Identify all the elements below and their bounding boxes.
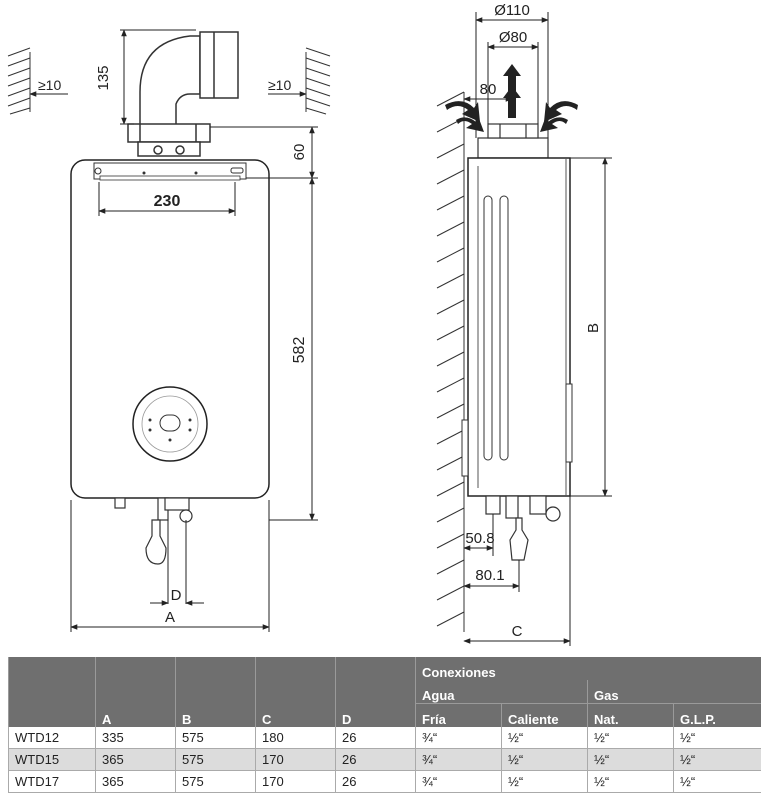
column-header (8, 703, 96, 727)
table-cell: ¾“ (415, 748, 502, 771)
table-cell: WTD12 (8, 727, 96, 749)
table-cell: ¾“ (415, 727, 502, 749)
column-header: Caliente (501, 703, 588, 727)
table-cell: ½“ (673, 727, 761, 749)
outer-diameter-label: Ø110 (494, 2, 530, 19)
table-cell: 365 (95, 748, 176, 771)
column-header: D (335, 703, 416, 727)
airflow-arrows (445, 64, 578, 132)
table-cell: 335 (95, 727, 176, 749)
body-height-label: 582 (291, 337, 308, 364)
table-cell: 170 (255, 770, 336, 793)
table-cell: ½“ (501, 770, 588, 793)
table-cell: ½“ (587, 770, 674, 793)
table-cell: 26 (335, 727, 416, 749)
column-header: C (255, 703, 336, 727)
table-cell: 26 (335, 748, 416, 771)
table-cell: ½“ (673, 770, 761, 793)
table-cell: 170 (255, 748, 336, 771)
table-cell: ¾“ (415, 770, 502, 793)
top-offset-label: 60 (291, 144, 308, 161)
right-clearance-label: ≥10 (268, 77, 291, 93)
left-clearance-label: ≥10 (38, 77, 61, 93)
control-dial (132, 386, 208, 462)
flue-height-label: 135 (95, 65, 112, 90)
table-row: WTD15 365 575 170 26 ¾“ ½“ ½“ ½“ (8, 748, 761, 771)
dim-b-label: B (585, 323, 602, 333)
dim-a-label: A (165, 609, 175, 626)
table-cell: WTD15 (8, 748, 96, 771)
flue-offset-label: 80 (480, 81, 497, 98)
table-cell: 575 (175, 770, 256, 793)
side-view: Ø110 Ø80 80 B 5 (436, 2, 612, 646)
table-row: WTD12 335 575 180 26 ¾“ ½“ ½“ ½“ (8, 727, 761, 749)
inner-diameter-label: Ø80 (499, 29, 527, 46)
table-cell: ½“ (587, 727, 674, 749)
column-header: Nat. (587, 703, 674, 727)
connections-group-header: Conexiones (415, 657, 761, 680)
table-cell: 575 (175, 727, 256, 749)
dim-c-label: C (512, 623, 523, 640)
gas-group-header: Gas (587, 680, 761, 704)
table-header-row-1: Conexiones (8, 657, 761, 680)
side-wall-hatch (436, 91, 465, 632)
table-cell: 575 (175, 748, 256, 771)
table-cell: ½“ (673, 748, 761, 771)
side-bottom-connections (485, 495, 561, 561)
table-cell: 26 (335, 770, 416, 793)
pipe-offset-1-label: 50.8 (465, 530, 494, 547)
table-row: WTD17 365 575 170 26 ¾“ ½“ ½“ ½“ (8, 770, 761, 793)
column-header: B (175, 703, 256, 727)
table-cell: ½“ (587, 748, 674, 771)
table-cell: 365 (95, 770, 176, 793)
front-view: ≥10 ≥10 (7, 29, 331, 632)
technical-drawing: ≥10 ≥10 (7, 2, 612, 646)
bracket-width-label: 230 (154, 193, 181, 210)
flue-top (477, 123, 549, 159)
table-cell: 180 (255, 727, 336, 749)
water-group-header: Agua (415, 680, 588, 704)
left-wall-hatch (7, 47, 31, 115)
table-header-row-2: Agua Gas (8, 680, 761, 704)
table-cell: WTD17 (8, 770, 96, 793)
dimensions-table: Conexiones Agua Gas A B C D Fría Calient… (8, 657, 761, 793)
dim-d-label: D (171, 587, 182, 604)
table-cell: ½“ (501, 748, 588, 771)
column-header: G.L.P. (673, 703, 761, 727)
heater-side-body (461, 157, 573, 497)
table-header-row-3: A B C D Fría Caliente Nat. G.L.P. (8, 703, 761, 727)
pipe-offset-2-label: 80.1 (475, 567, 504, 584)
flue-elbow (127, 31, 239, 157)
column-header: Fría (415, 703, 502, 727)
table-cell: ½“ (501, 727, 588, 749)
column-header: A (95, 703, 176, 727)
bottom-connections (114, 497, 193, 604)
right-wall-hatch (305, 47, 331, 115)
